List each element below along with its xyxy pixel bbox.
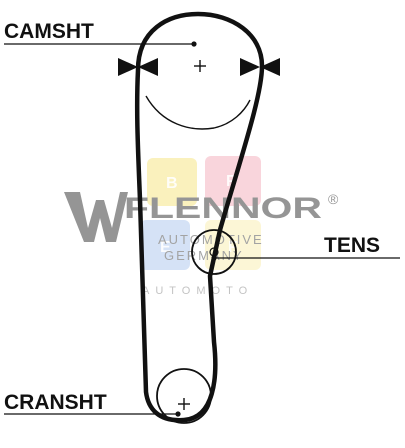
leader-tensioner	[211, 255, 400, 261]
watermark-line-3: AUTOMOTO	[142, 285, 253, 297]
watermark-line-1: AUTOMOTIVE	[158, 232, 264, 247]
leader-camshaft	[4, 41, 197, 47]
watermark-tile-1	[147, 158, 197, 206]
label-crankshaft: CRANSHT	[4, 391, 107, 414]
center-plus-icon	[178, 398, 190, 410]
leader-crankshaft	[4, 411, 181, 417]
timing-belt	[134, 11, 265, 423]
timing-mark-right-icon	[240, 58, 280, 76]
watermark: B F E F FLENNOR ® AUTOMOTIVE GERMANY AUT…	[64, 156, 339, 297]
center-plus-icon	[194, 60, 206, 72]
watermark-registered-mark: ®	[328, 191, 339, 207]
watermark-tile-letter-1: B	[166, 175, 178, 192]
watermark-tile-3	[140, 220, 190, 270]
timing-mark-left-icon	[118, 58, 158, 76]
crankshaft-pulley	[156, 368, 212, 424]
tensioner-pulley-outline	[191, 229, 237, 275]
watermark-tile-letter-2: F	[226, 173, 236, 190]
watermark-line-2: GERMANY	[164, 248, 244, 263]
watermark-tile-letter-3: E	[160, 239, 171, 256]
camshaft-pulley	[194, 60, 206, 72]
label-camshaft: CAMSHT	[4, 20, 94, 43]
crankshaft-pulley-outline	[156, 368, 212, 424]
belt-inner-arc	[145, 95, 251, 130]
watermark-logo-icon	[64, 192, 128, 242]
label-tensioner: TENS	[324, 234, 380, 257]
watermark-tile-letter-4: F	[228, 239, 238, 256]
